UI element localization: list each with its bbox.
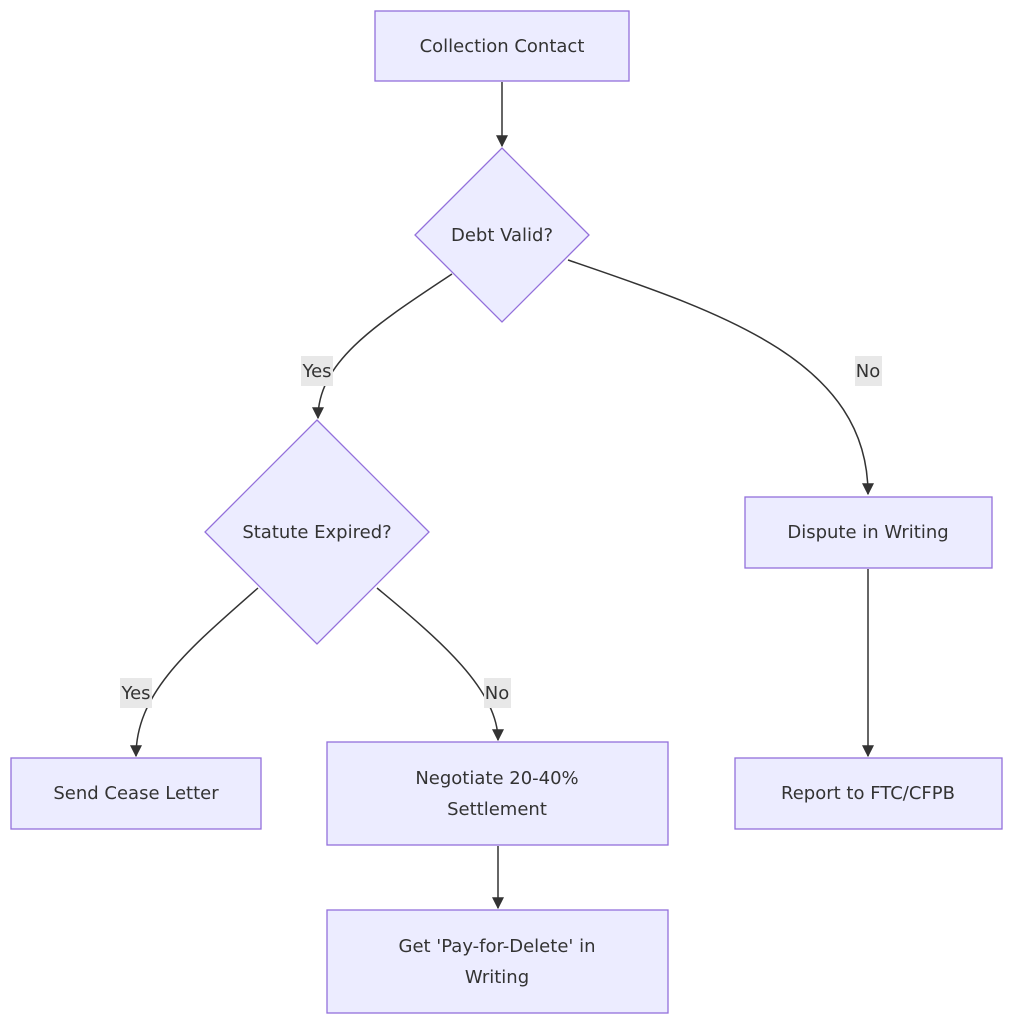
node-label-line-1: Negotiate 20-40% — [415, 768, 578, 789]
node-label-line-1: Get 'Pay-for-Delete' in — [399, 936, 596, 957]
node-label: Collection Contact — [420, 36, 585, 57]
edge-label-debt-valid-no: No — [855, 356, 882, 386]
node-label-line-2: Settlement — [447, 799, 547, 820]
edge-label-text: No — [485, 683, 509, 704]
node-report-ftc-cfpb[interactable]: Report to FTC/CFPB — [734, 757, 1003, 830]
node-send-cease-letter[interactable]: Send Cease Letter — [10, 757, 262, 830]
edge-labels: Yes No Yes No — [120, 356, 882, 708]
edge-label-text: Yes — [301, 361, 331, 382]
node-debt-valid[interactable]: Debt Valid? — [414, 147, 590, 323]
edge-label-statute-yes: Yes — [120, 678, 152, 708]
node-label: Statute Expired? — [242, 522, 391, 543]
edge-label-text: No — [856, 361, 880, 382]
edge-statute-to-cease — [130, 587, 259, 758]
node-negotiate-settlement[interactable]: Negotiate 20-40% Settlement — [326, 741, 669, 846]
edge-label-debt-valid-yes: Yes — [301, 356, 333, 386]
edge-debt-valid-to-statute — [312, 273, 453, 420]
node-label: Debt Valid? — [451, 225, 553, 246]
edge-statute-to-negotiate — [376, 587, 504, 742]
edges — [130, 82, 874, 910]
node-dispute-in-writing[interactable]: Dispute in Writing — [744, 496, 993, 569]
node-label: Dispute in Writing — [787, 522, 948, 543]
edge-debt-valid-to-dispute — [567, 259, 874, 496]
node-label-line-2: Writing — [465, 967, 529, 988]
node-pay-for-delete[interactable]: Get 'Pay-for-Delete' in Writing — [326, 909, 669, 1014]
node-label: Send Cease Letter — [53, 783, 219, 804]
edge-label-statute-no: No — [484, 678, 511, 708]
node-collection-contact[interactable]: Collection Contact — [374, 10, 630, 82]
node-label: Report to FTC/CFPB — [781, 783, 955, 804]
node-statute-expired[interactable]: Statute Expired? — [204, 419, 430, 645]
edge-label-text: Yes — [120, 683, 150, 704]
